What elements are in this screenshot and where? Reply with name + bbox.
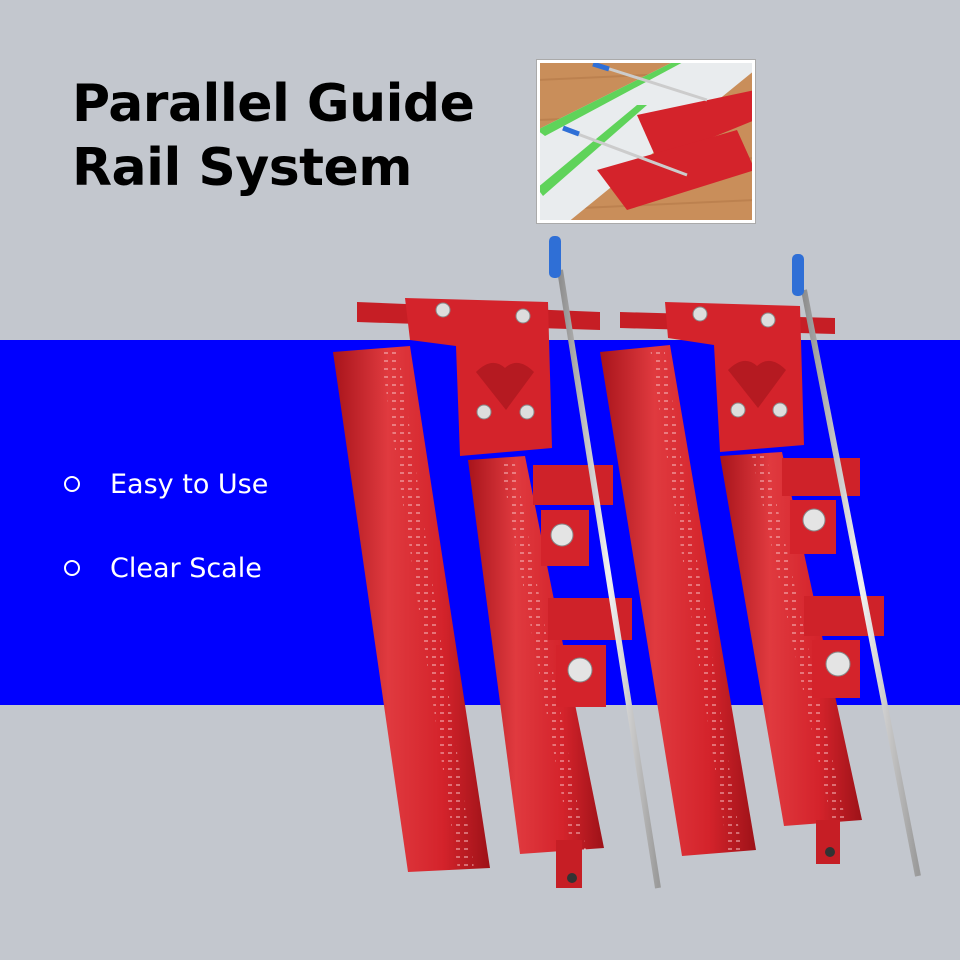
feature-item: Clear Scale [64,546,268,590]
feature-list: Easy to Use Clear Scale [64,462,268,630]
usage-photo-illustration [537,60,755,223]
title-line-1: Parallel Guide [72,74,475,134]
right-rail-set [600,254,921,877]
feature-label: Easy to Use [110,468,269,500]
circle-bullet-icon [64,560,80,576]
feature-label: Clear Scale [110,552,262,584]
left-rail-set [333,236,661,889]
circle-bullet-icon [64,476,80,492]
feature-item: Easy to Use [64,462,268,506]
title-line-2: Rail System [72,138,413,198]
page-title: Parallel Guide Rail System [72,72,475,200]
usage-photo [537,60,755,223]
